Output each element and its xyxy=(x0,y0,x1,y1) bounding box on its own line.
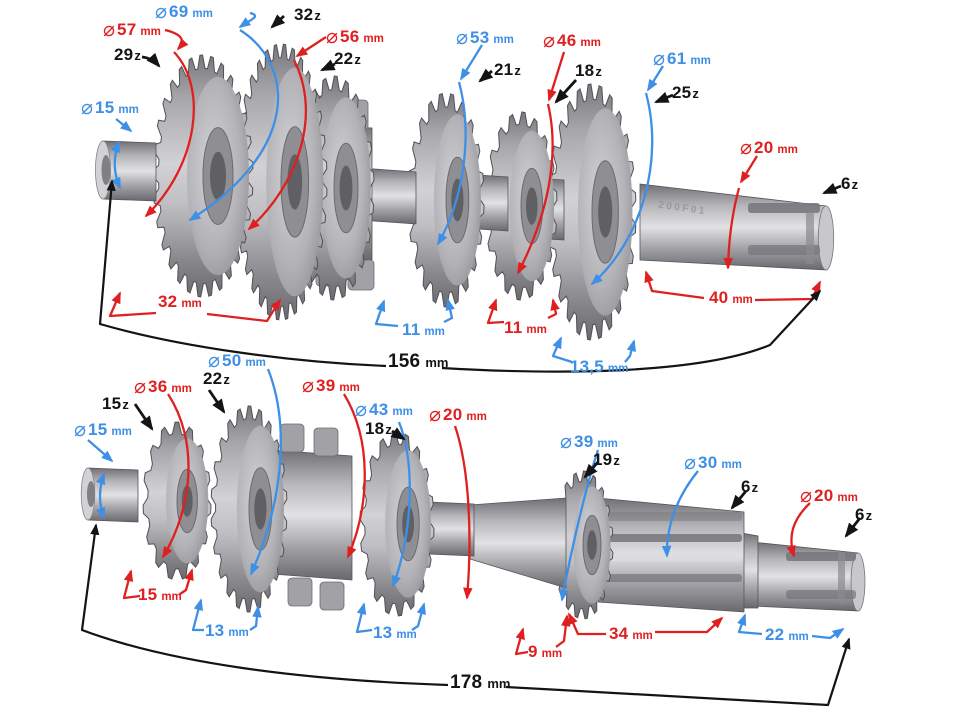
dimension-arrow-b30 xyxy=(661,470,699,558)
dimension-arrow-b6z1 xyxy=(730,490,748,510)
spline-groove xyxy=(786,552,856,561)
dimension-arrow-b15mm xyxy=(122,569,141,600)
gear-bore xyxy=(181,485,193,517)
dimension-arrow-b13a xyxy=(249,605,262,631)
dimension-arrow-t11r xyxy=(486,298,505,325)
dimension-arrow-b15 xyxy=(96,472,106,520)
dimension-arrow-t6z xyxy=(821,182,842,195)
gear-bore xyxy=(339,165,353,211)
gear-bore xyxy=(526,187,538,225)
countershaft-photo xyxy=(95,43,835,341)
dimension-arrow-t135 xyxy=(551,336,573,364)
dimension-arrow-t46 xyxy=(516,103,554,275)
dimension-arrow-t69 xyxy=(238,11,257,29)
dimension-arrow-t32mm xyxy=(108,291,157,318)
dimension-arrow-b34 xyxy=(655,616,724,634)
spline-groove xyxy=(602,534,742,542)
dimension-arrow-b13b xyxy=(355,602,373,634)
dimension-arrow-t40 xyxy=(644,270,705,300)
dimension-arrow-b20a xyxy=(453,425,473,600)
dimension-arrow-b13b xyxy=(411,602,426,631)
dog-tooth-block xyxy=(313,427,339,457)
dimension-arrow-t69 xyxy=(188,29,280,221)
dimension-arrow-b9 xyxy=(514,627,529,656)
dimension-arrow-b34 xyxy=(567,612,606,636)
dimension-arrow-t56 xyxy=(295,36,327,57)
dimension-arrow-t32mm xyxy=(206,298,281,323)
dimension-arrow-t46 xyxy=(547,51,566,102)
gear-bore xyxy=(287,154,303,210)
dimension-arrow-b22z xyxy=(207,389,226,414)
gear-bore xyxy=(210,151,226,201)
dimension-arrow-t40 xyxy=(754,280,822,302)
spline-notch xyxy=(806,212,814,264)
dimension-arrows xyxy=(80,11,862,707)
dimension-arrow-t156 xyxy=(441,289,822,373)
shaft-segment xyxy=(469,497,567,589)
dimension-arrow-b15 xyxy=(87,439,114,463)
dimension-arrow-t53 xyxy=(437,81,467,246)
dimension-arrow-b39b xyxy=(559,449,600,602)
shaft-end-cap xyxy=(850,552,866,612)
dimension-arrow-t20 xyxy=(723,187,741,270)
shaft-bore xyxy=(87,481,95,507)
dimension-arrow-t53 xyxy=(460,44,483,81)
dimension-arrow-b36 xyxy=(162,393,190,559)
dimension-arrow-b19z xyxy=(583,461,600,479)
dimension-arrow-t57 xyxy=(144,51,195,218)
dimension-arrow-t61 xyxy=(647,65,664,92)
gear-bore xyxy=(598,186,613,238)
dimension-arrow-t32z xyxy=(270,14,286,29)
gear-bore xyxy=(587,530,597,560)
dimension-arrow-t20 xyxy=(740,155,758,184)
shaft-segment xyxy=(427,501,475,557)
spline-ridge xyxy=(602,552,742,561)
dimension-arrow-b50 xyxy=(249,368,282,576)
dimension-arrow-b20b xyxy=(786,502,811,558)
spline-groove xyxy=(748,203,820,213)
dimension-arrow-t11b xyxy=(374,299,399,328)
spline-notch xyxy=(838,552,845,604)
dimension-arrow-t18z xyxy=(554,79,578,104)
gear-bore xyxy=(254,488,267,530)
dimension-arrow-t61 xyxy=(590,92,654,286)
dimension-arrow-b15mm xyxy=(179,568,194,595)
spline-groove xyxy=(748,245,820,255)
dimension-arrow-b39r xyxy=(343,393,366,559)
dimension-arrow-t11b xyxy=(443,298,455,324)
spline-groove xyxy=(786,590,856,599)
shaft-end-cap xyxy=(817,205,835,271)
dimension-arrow-t156 xyxy=(98,179,387,368)
dimension-arrow-b22 xyxy=(811,627,845,640)
shaft-segment xyxy=(87,467,139,523)
dimension-arrow-b9 xyxy=(555,614,571,648)
dimension-arrow-b22 xyxy=(737,613,763,636)
dimension-arrow-t56 xyxy=(247,59,307,231)
dimension-arrow-t135 xyxy=(624,339,637,363)
dimension-arrow-t15 xyxy=(115,118,133,133)
dimension-arrow-t21z xyxy=(478,68,494,83)
dimension-arrow-b178 xyxy=(505,637,851,707)
dimension-arrow-t29z xyxy=(141,52,161,68)
dimension-arrow-b13a xyxy=(191,598,204,632)
dimension-arrow-b18z xyxy=(390,427,406,441)
dimension-arrow-t15 xyxy=(110,140,122,190)
dimension-arrow-t25z xyxy=(653,91,674,104)
mainshaft-photo xyxy=(80,405,866,620)
dimension-arrow-t22z xyxy=(320,59,336,72)
dog-tooth-block xyxy=(279,423,305,453)
dimension-arrow-t11r xyxy=(547,298,560,320)
shaft-bore xyxy=(101,155,111,185)
dimension-arrow-b15z xyxy=(133,403,154,431)
shaft-segment xyxy=(639,183,827,271)
dimension-arrow-b6z2 xyxy=(844,517,862,538)
dimension-arrow-t57 xyxy=(164,28,189,51)
dimension-arrow-b178 xyxy=(80,523,449,687)
dog-tooth-block xyxy=(319,581,345,611)
dog-tooth-block xyxy=(287,577,313,607)
spline-groove xyxy=(602,574,742,582)
